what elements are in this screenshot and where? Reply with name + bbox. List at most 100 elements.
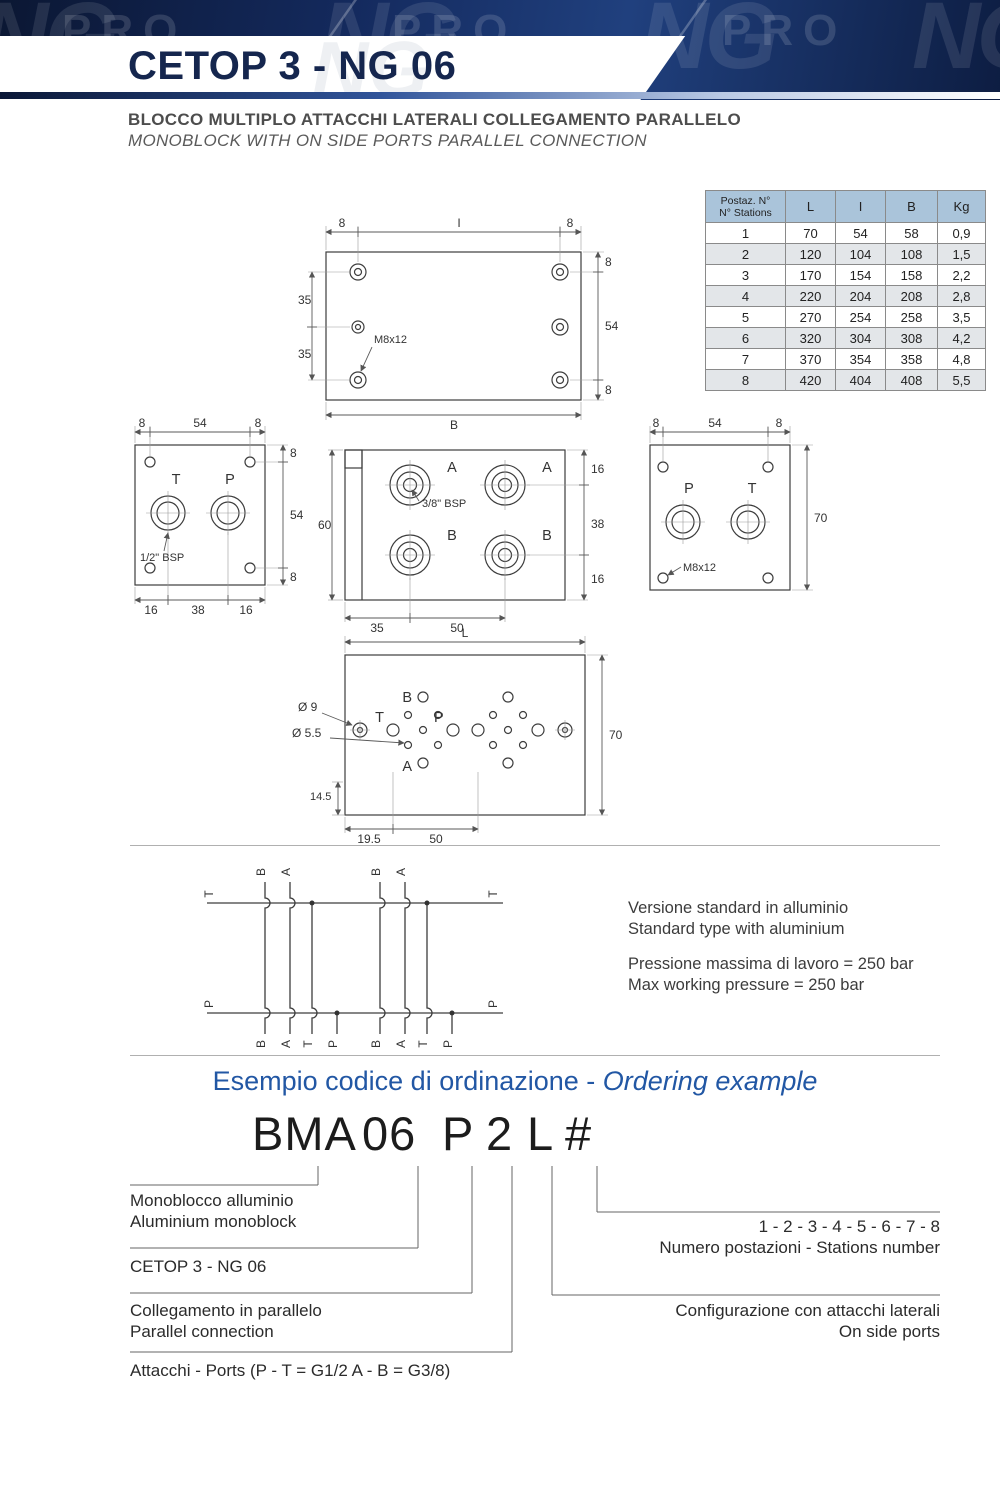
- cell: 4: [705, 285, 786, 307]
- dim-label: 54: [290, 508, 304, 522]
- cell: 320: [785, 327, 836, 349]
- rail-label-p: P: [202, 1000, 216, 1008]
- station-channels: [264, 882, 455, 1034]
- pro-watermark: PRO: [722, 6, 848, 55]
- center-marks: [385, 460, 530, 580]
- cell: 0,9: [937, 222, 986, 244]
- channel-label: B: [369, 1040, 383, 1048]
- cell: 308: [885, 327, 938, 349]
- brand-ghost-watermark: NG: [312, 25, 429, 100]
- col-header-stations-line1: Postaz. N°: [720, 194, 771, 207]
- rail-label-p: P: [486, 1000, 500, 1008]
- dim-label: 50: [429, 832, 443, 846]
- port-label-p: P: [434, 710, 444, 726]
- note-standard-it: Versione standard in alluminio: [628, 899, 849, 917]
- top-banner: NG NG NG NG PRO PRO PRO NG: [0, 0, 1000, 100]
- channel-label: B: [254, 868, 268, 876]
- dim-label: 38: [591, 517, 605, 531]
- flange-outline: [134, 444, 266, 586]
- channel-label: P: [326, 1040, 340, 1048]
- channel-label: T: [301, 1040, 315, 1048]
- station-hole-cluster: [471, 691, 545, 769]
- cell: 370: [785, 348, 836, 370]
- gallery-rails: [207, 902, 503, 1014]
- page-title: CETOP 3 - NG 06: [128, 44, 457, 88]
- dimension-lines: [307, 226, 604, 420]
- callout-config-it: Configurazione con attacchi laterali: [675, 1301, 940, 1320]
- callout-connection-en: Parallel connection: [130, 1322, 274, 1341]
- dim-label: 38: [191, 603, 205, 617]
- dimension-lines: [134, 426, 288, 605]
- dim-label: 16: [591, 462, 605, 476]
- cell: 358: [885, 348, 938, 370]
- block-outline: [325, 251, 582, 401]
- code-part-size: 06: [362, 1107, 417, 1160]
- dim-label: 16: [591, 572, 605, 586]
- title-underline: [0, 92, 1000, 99]
- callout-series: Monoblocco alluminio Aluminium monoblock: [130, 1190, 296, 1232]
- end-bolt-holes: [350, 720, 575, 740]
- center-marks: [146, 491, 250, 535]
- callout-connection-it: Collegamento in parallelo: [130, 1301, 322, 1320]
- drawing-side-view: A A B B 60 16 38 16 35 50 3/8" BSP: [318, 449, 605, 635]
- callout-stations: 1 - 2 - 3 - 4 - 5 - 6 - 7 - 8 Numero pos…: [560, 1216, 940, 1258]
- dim-label: 8: [255, 416, 262, 430]
- callout-size: CETOP 3 - NG 06: [130, 1257, 267, 1276]
- cell: 6: [705, 327, 786, 349]
- cell: 54: [835, 222, 886, 244]
- rail-label-t: T: [486, 890, 500, 898]
- dim-label: 8: [339, 216, 346, 230]
- cell: 1: [705, 222, 786, 244]
- thread-label: M8x12: [374, 334, 407, 346]
- cell: 2,8: [937, 285, 986, 307]
- center-marks: [661, 500, 770, 544]
- cell: 270: [785, 306, 836, 328]
- cell: 208: [885, 285, 938, 307]
- port-label-b: B: [542, 528, 552, 544]
- channel-label: P: [441, 1040, 455, 1048]
- diameter-label: Ø 5.5: [292, 726, 322, 740]
- cell: 104: [835, 243, 886, 265]
- subtitle-italian: BLOCCO MULTIPLO ATTACCHI LATERALI COLLEG…: [128, 110, 742, 129]
- callout-stations-label: Numero postazioni - Stations number: [659, 1238, 940, 1257]
- cell: 408: [885, 369, 938, 391]
- dim-label: 54: [708, 416, 722, 430]
- dim-label: 14.5: [310, 791, 331, 803]
- drawing-end-flange-right: P T 8 54 8 70 M8x12: [649, 416, 828, 591]
- dim-label: I: [457, 216, 460, 230]
- thread-label: 1/2" BSP: [140, 552, 184, 564]
- port-label-a: A: [402, 759, 412, 775]
- callout-series-en: Aluminium monoblock: [130, 1212, 297, 1231]
- cell: 204: [835, 285, 886, 307]
- dim-label: 35: [298, 347, 312, 361]
- cell: 4,8: [937, 348, 986, 370]
- port-label-t: T: [172, 472, 181, 488]
- dimension-lines: [649, 426, 813, 591]
- cell: 5: [705, 306, 786, 328]
- dim-label: 8: [653, 416, 660, 430]
- subtitle-english: MONOBLOCK WITH ON SIDE PORTS PARALLEL CO…: [128, 131, 647, 150]
- dim-label: 50: [450, 621, 464, 635]
- channel-label: B: [254, 1040, 268, 1048]
- mounting-holes: [349, 263, 569, 389]
- col-header-b: B: [885, 190, 938, 223]
- dim-label: 16: [239, 603, 253, 617]
- note-standard-en: Standard type with aluminium: [628, 920, 845, 938]
- callout-config: Configurazione con attacchi laterali On …: [560, 1300, 940, 1342]
- cell: 70: [785, 222, 836, 244]
- channel-label: A: [279, 868, 293, 876]
- ordering-title-it: Esempio codice di ordinazione -: [212, 1066, 603, 1096]
- hydraulic-schematic: T P T P B A B A B A T P B A T P: [202, 868, 503, 1048]
- dim-label: 70: [609, 728, 623, 742]
- cell: 5,5: [937, 369, 986, 391]
- rail-label-t: T: [202, 890, 216, 898]
- dim-label: 54: [605, 319, 619, 333]
- dim-label: 8: [139, 416, 146, 430]
- dimension-lines: [332, 636, 608, 834]
- thread-label: 3/8" BSP: [422, 498, 466, 510]
